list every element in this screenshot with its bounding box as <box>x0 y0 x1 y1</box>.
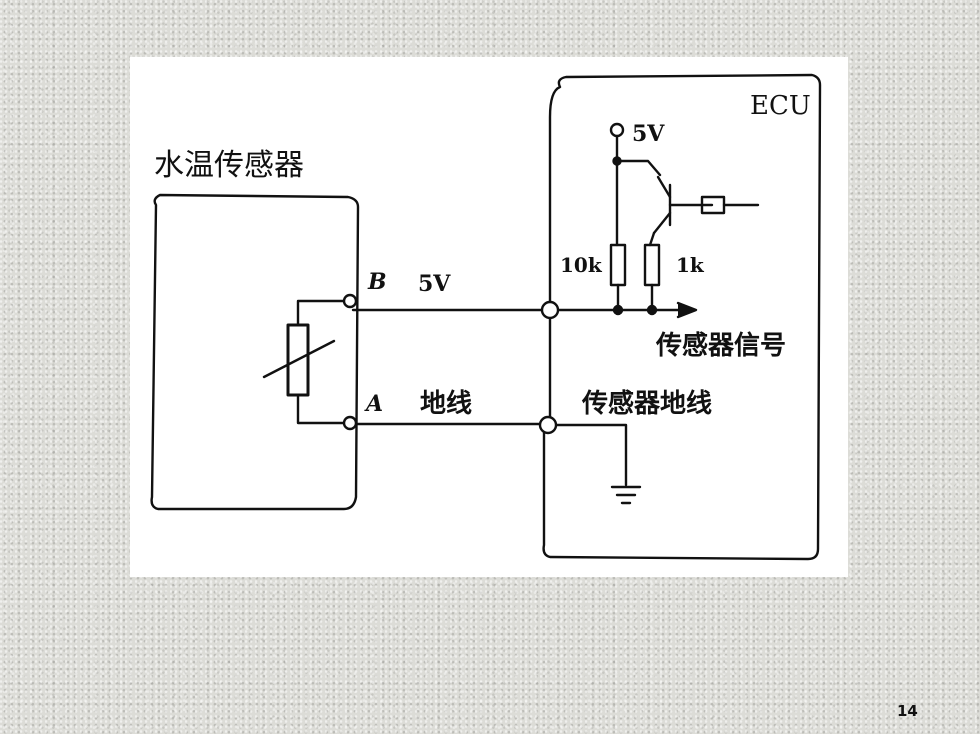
terminal-a-label: A <box>366 391 384 417</box>
ecu-terminal-signal <box>540 300 560 320</box>
ecu-label: ECU <box>750 91 811 121</box>
resistor-1k-label: 1k <box>676 253 704 277</box>
resistor-1k <box>643 243 661 287</box>
ecu-terminal-ground <box>538 415 558 435</box>
wire-5v-label: 5V <box>418 271 451 297</box>
sensor-title: 水温传感器 <box>154 148 304 183</box>
thermistor-variable-arrow <box>262 339 336 379</box>
ground-wire-label: 地线 <box>420 389 473 419</box>
page-number: 14 <box>897 702 918 720</box>
resistor-10k <box>609 243 627 287</box>
terminal-b-label: B <box>368 269 387 295</box>
sensor-signal-label: 传感器信号 <box>656 331 787 361</box>
signal-arrow <box>676 301 698 319</box>
supply-5v-terminal <box>609 122 625 138</box>
junction-dot <box>612 156 622 166</box>
terminal-b <box>342 293 358 309</box>
circuit-figure: 水温传感器 ECU B 5V A 地线 5V 10k 1k 传感器信号 传感器地… <box>130 57 848 577</box>
ground-symbol <box>610 485 642 505</box>
thermistor-body <box>286 323 310 397</box>
supply-5v-label: 5V <box>632 121 665 147</box>
sensor-ground-label: 传感器地线 <box>582 389 713 419</box>
thermistor-loop <box>296 299 350 425</box>
ecu-housing <box>542 73 822 561</box>
junction-dot <box>612 304 624 316</box>
circuit-diagram <box>150 73 822 561</box>
junction-dot <box>646 304 658 316</box>
sensor-ground-path <box>554 423 628 487</box>
supply-to-transistor <box>615 159 662 177</box>
sensor-housing <box>150 193 360 511</box>
resistor-10k-label: 10k <box>560 253 602 277</box>
terminal-a <box>342 415 358 431</box>
